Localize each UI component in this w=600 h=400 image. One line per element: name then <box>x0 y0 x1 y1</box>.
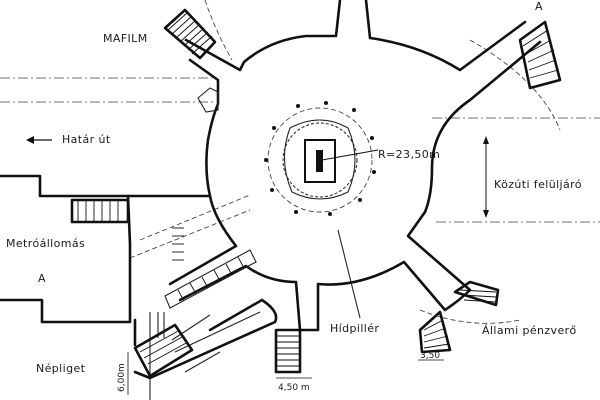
nepliget-wall <box>133 298 278 380</box>
kozuti-dimension <box>483 136 489 218</box>
metro-station-outline <box>0 194 132 324</box>
staircase-right <box>453 280 500 307</box>
plaza-outline <box>0 0 542 332</box>
dimension-350: 3,50 <box>420 351 440 361</box>
label-metroallomas: Metróállomás <box>6 237 85 250</box>
label-section-a-top: A <box>535 0 543 13</box>
hatar-ut-arrow <box>26 136 52 144</box>
label-mafilm: MAFILM <box>103 32 148 45</box>
staircase-mafilm <box>163 8 217 60</box>
dimension-marks <box>127 352 444 395</box>
label-radius: R=23,50m <box>378 148 440 161</box>
label-nepliget: Népliget <box>36 362 86 375</box>
hidpiller-leader <box>337 229 361 319</box>
inner-wall-lines <box>149 311 261 400</box>
staircase-bottom-right <box>418 310 452 354</box>
road-guide-lines <box>0 0 600 324</box>
staircase-bottom <box>274 328 302 374</box>
label-hidpiller: Hídpillér <box>330 322 379 335</box>
staircase-diagonal <box>164 249 257 309</box>
crosswalk-marks <box>172 227 184 261</box>
label-section-a-left: A <box>38 272 46 285</box>
staircase-top-right <box>518 20 562 90</box>
staircase-metro <box>70 198 130 224</box>
label-kozuti-felulljaro: Közúti felüljáró <box>494 178 582 191</box>
central-pillar <box>264 101 379 216</box>
staircase-nepliget <box>133 323 194 378</box>
dimension-600: 6,00m <box>117 363 127 392</box>
label-allami-penzvero: Állami pénzverő <box>482 324 577 337</box>
label-hatar-ut: Határ út <box>62 133 111 146</box>
dimension-450: 4,50 m <box>278 383 310 393</box>
